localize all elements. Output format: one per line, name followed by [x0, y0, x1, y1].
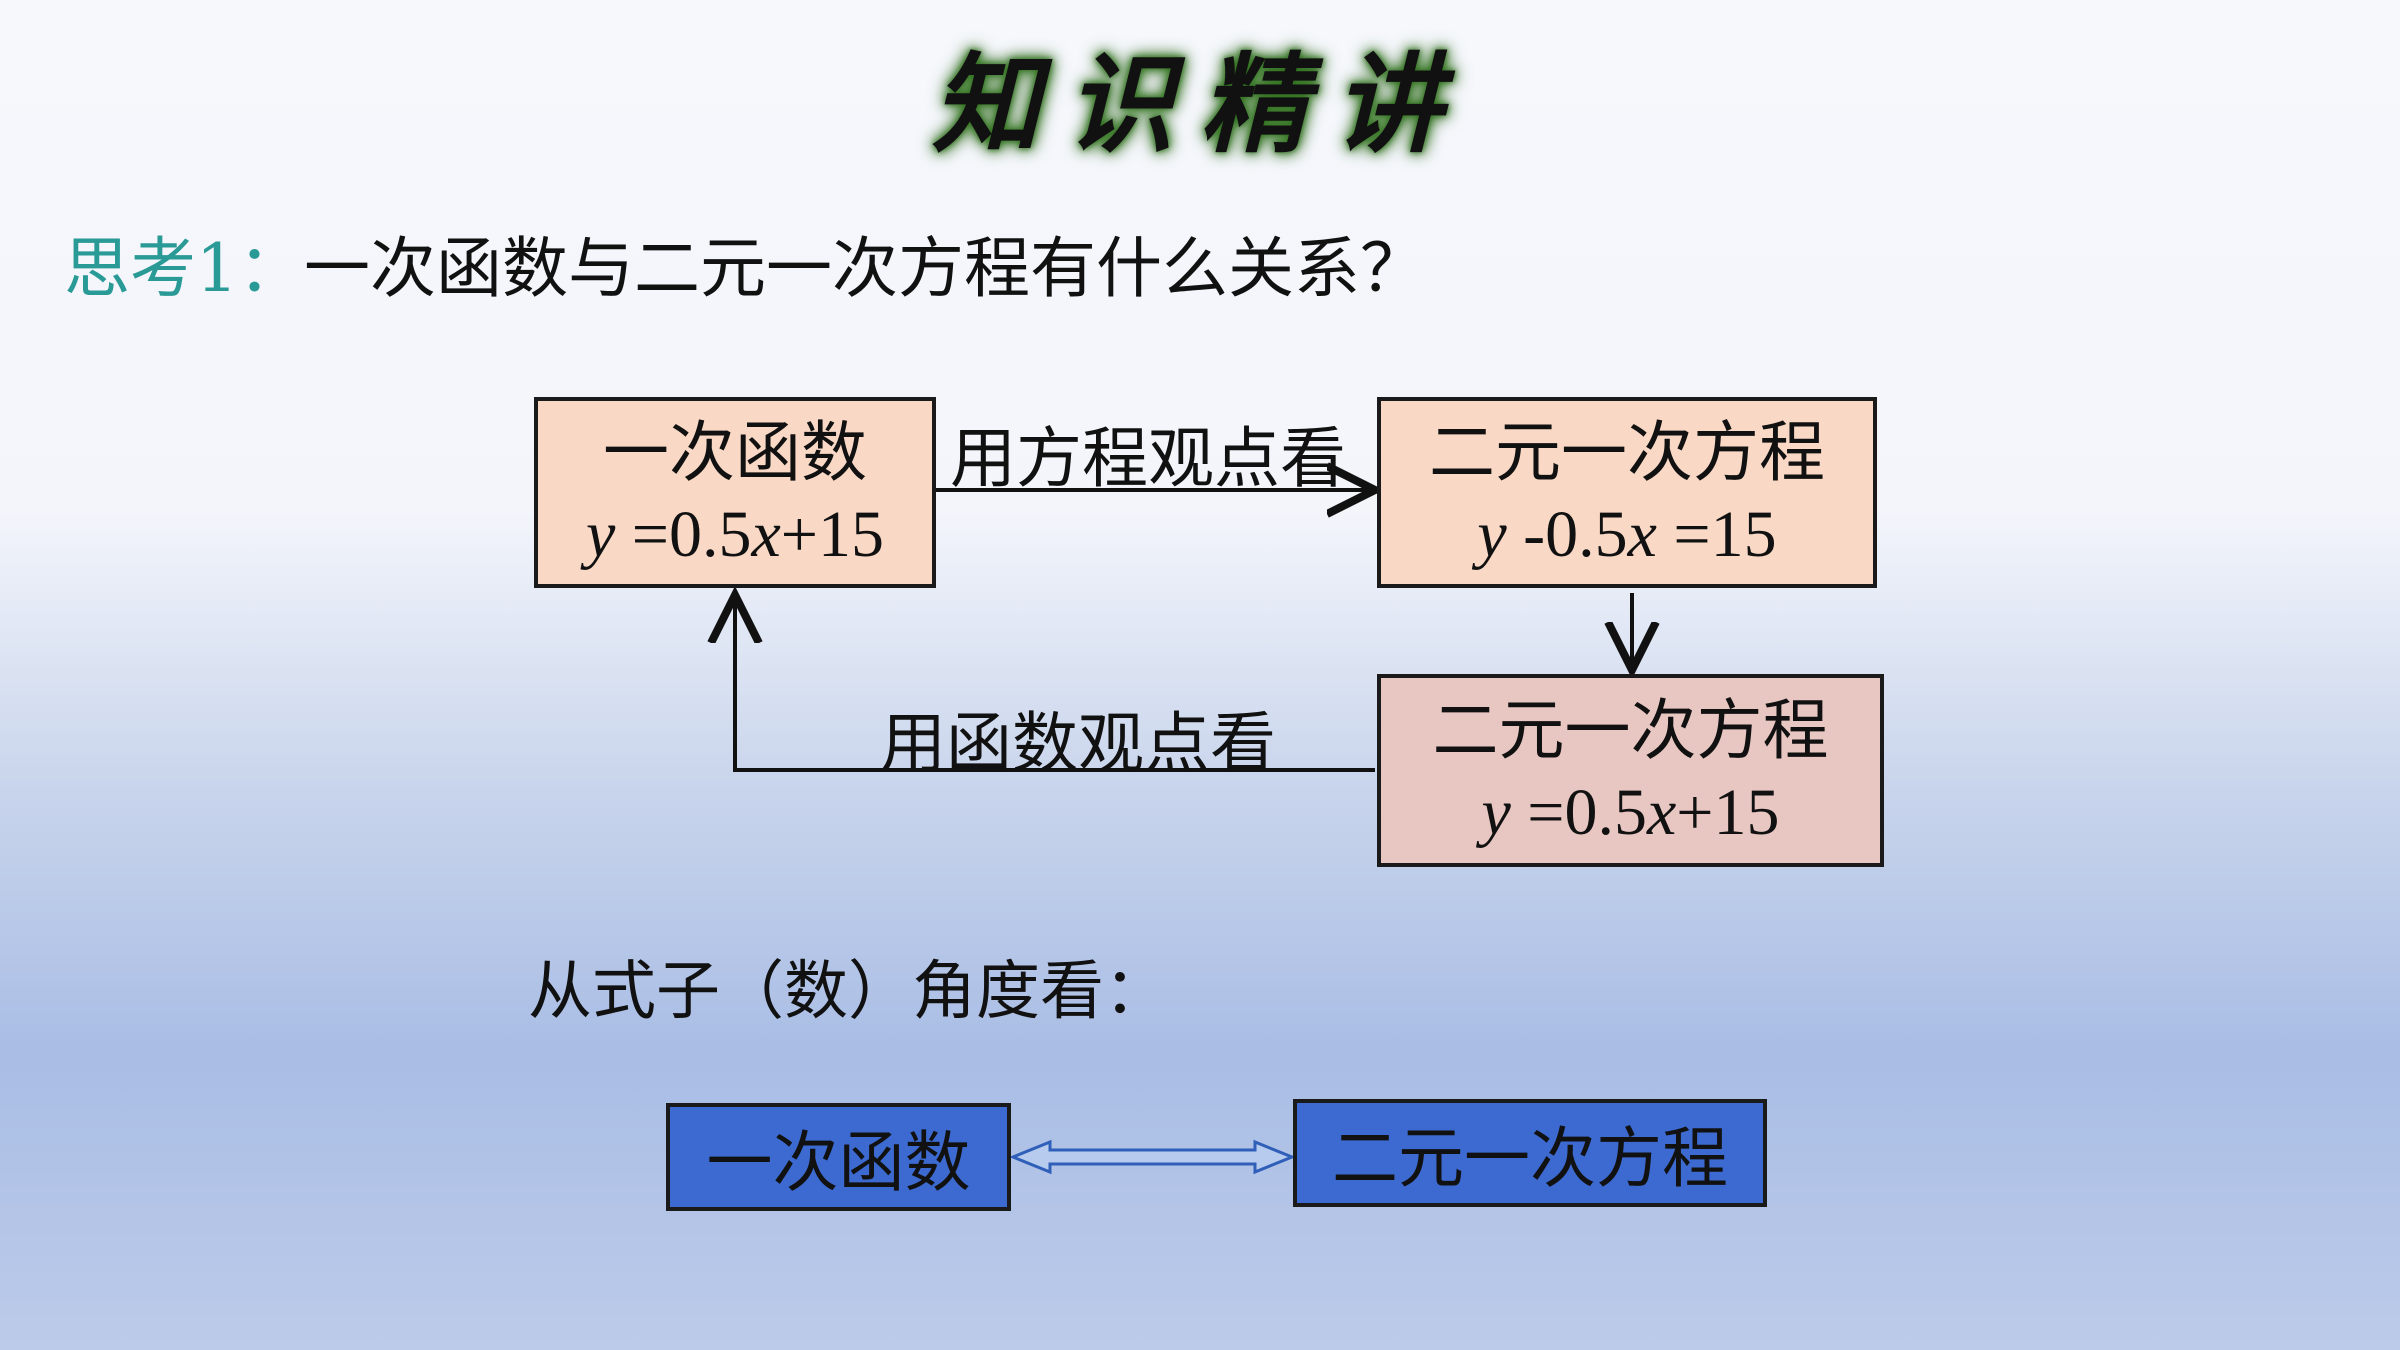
double-arrow: [1009, 1139, 1296, 1175]
box-linear-function: 一次函数 y =0.5x+15: [534, 397, 936, 588]
box-binary-equation-2-formula: y =0.5x+15: [1481, 775, 1780, 849]
arrow-bottom-label: 用函数观点看: [880, 705, 1276, 782]
box-bottom-equation: 二元一次方程: [1293, 1099, 1767, 1207]
question-line: 思考1：一次函数与二元一次方程有什么关系？: [64, 215, 1426, 311]
box-binary-equation-title: 二元一次方程: [1429, 413, 1825, 491]
slide-title: 知识精讲: [931, 42, 1468, 168]
question-label: 思考1：: [64, 230, 304, 307]
box-binary-equation-formula: y -0.5x =15: [1477, 497, 1777, 571]
box-bottom-function-label: 一次函数: [706, 1124, 971, 1201]
box-bottom-function: 一次函数: [666, 1103, 1011, 1211]
box-binary-equation: 二元一次方程 y -0.5x =15: [1377, 397, 1877, 588]
box-binary-equation-2-title: 二元一次方程: [1432, 691, 1829, 769]
box-bottom-equation-label: 二元一次方程: [1332, 1120, 1728, 1197]
box-binary-equation-2: 二元一次方程 y =0.5x+15: [1377, 674, 1884, 867]
arrow-back: [735, 595, 1375, 772]
box-linear-function-title: 一次函数: [603, 413, 867, 491]
box-linear-function-formula: y =0.5x+15: [585, 497, 885, 571]
question-text: 一次函数与二元一次方程有什么关系？: [304, 230, 1426, 307]
arrow-top-label: 用方程观点看: [950, 420, 1346, 497]
subheading: 从式子（数）角度看：: [528, 955, 1168, 1029]
